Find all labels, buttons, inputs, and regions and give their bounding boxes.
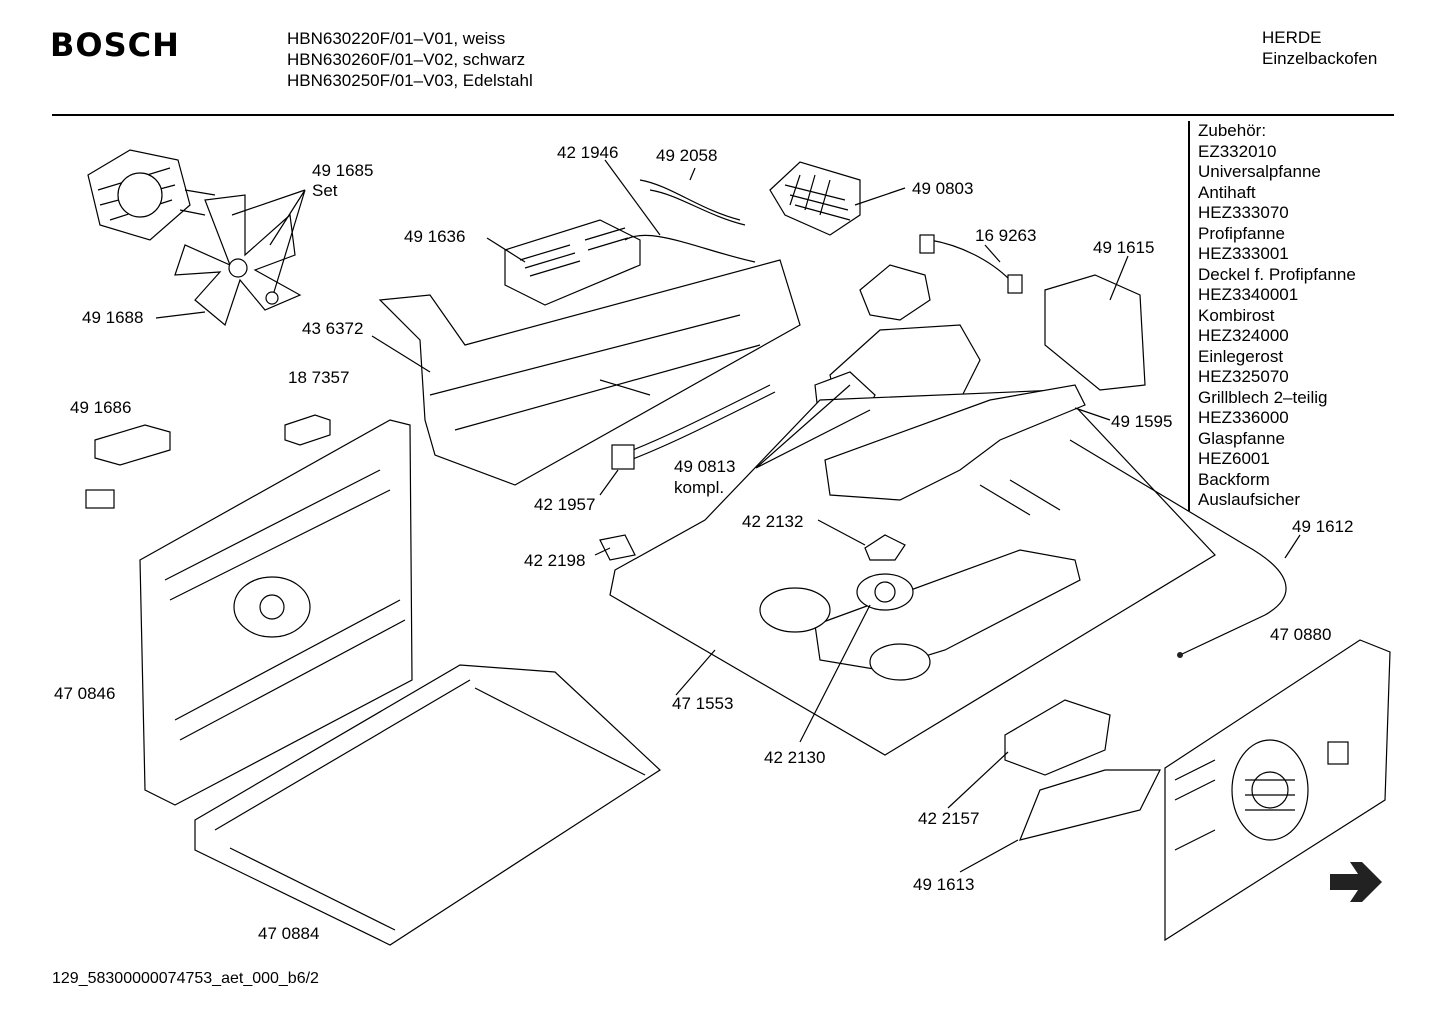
switch-drawing (284, 414, 331, 446)
part-label: 42 2198 (524, 551, 585, 570)
upper-frame-drawing (378, 259, 801, 486)
part-label: 49 0813 (674, 457, 735, 476)
cable-harness-drawing (624, 234, 756, 263)
nut-drawing (265, 291, 279, 305)
terminal-block-drawing (94, 424, 171, 466)
part-label: 18 7357 (288, 368, 349, 387)
accessory-line: Auslaufsicher (1198, 490, 1301, 509)
model-list: HBN630220F/01–V01, weiss HBN630260F/01–V… (287, 28, 533, 91)
accessory-line: HEZ336000 (1198, 408, 1289, 427)
part-label: 49 1612 (1292, 517, 1353, 536)
part-label: 42 1946 (557, 143, 618, 162)
part-label: 49 1686 (70, 398, 131, 417)
fan-blade-drawing (174, 194, 302, 327)
part-label: 47 0884 (258, 924, 319, 943)
part-label: 47 0846 (54, 684, 115, 703)
header-divider (52, 114, 1394, 116)
model-line: HBN630250F/01–V03, Edelstahl (287, 71, 533, 90)
part-label: 42 2130 (764, 748, 825, 767)
accessory-line: Universalpfanne (1198, 162, 1321, 181)
accessory-line: HEZ3340001 (1198, 285, 1299, 304)
model-line: HBN630220F/01–V01, weiss (287, 29, 506, 48)
document-id: 129_58300000074753_aet_000_b6/2 (52, 970, 319, 987)
accessory-line: Einlegerost (1198, 346, 1284, 366)
part-label: 16 9263 (975, 226, 1036, 245)
accessory-line: HEZ324000 (1198, 326, 1289, 345)
connector-drawing (611, 444, 635, 470)
part-label: 47 0880 (1270, 625, 1331, 644)
accessory-line: HEZ6001 (1198, 449, 1270, 468)
part-label: 47 1553 (672, 694, 733, 713)
accessory-line: HEZ333001 (1198, 244, 1289, 263)
part-label: 42 1957 (534, 495, 595, 514)
fan-motor-drawing (87, 149, 216, 241)
part-label: kompl. (674, 478, 724, 497)
accessory-line: Profipfanne (1198, 223, 1285, 243)
sensor-probe-drawing (1069, 439, 1287, 656)
part-label: 49 0803 (912, 179, 973, 198)
part-label: 49 1685 (312, 161, 373, 180)
accessory-line: HEZ325070 (1198, 367, 1289, 386)
arrow-right-icon (1330, 862, 1382, 902)
bracket-drawing (1044, 274, 1146, 391)
category-line: HERDE (1262, 28, 1322, 47)
fan-hub-drawing (864, 534, 906, 561)
accessory-line: Deckel f. Profipfanne (1198, 264, 1356, 284)
heat-shield-drawing (1019, 769, 1161, 841)
category: HERDE Einzelbackofen (1262, 27, 1377, 69)
accessory-line: Backform (1198, 469, 1270, 489)
accessory-line: Zubehör: (1198, 121, 1267, 140)
part-label: 43 6372 (302, 319, 363, 338)
accessory-line: Antihaft (1198, 182, 1256, 202)
fan-opening-drawing (759, 587, 831, 633)
part-label: 49 1615 (1093, 238, 1154, 257)
accessory-line: EZ332010 (1198, 141, 1277, 161)
part-label: 49 1595 (1111, 412, 1172, 431)
clip-drawing (85, 489, 115, 509)
accessory-line: Kombirost (1198, 305, 1275, 325)
leader-lines (155, 159, 1301, 873)
category-line: Einzelbackofen (1262, 49, 1378, 68)
part-label: 42 2157 (918, 809, 979, 828)
part-label: 42 2132 (742, 512, 803, 531)
part-label: 49 1688 (82, 308, 143, 327)
part-label: 49 2058 (656, 146, 717, 165)
thermostat-drawing (599, 534, 636, 561)
part-label: 49 1636 (404, 227, 465, 246)
base-plate-drawing (609, 389, 1216, 756)
accessories-list: Zubehör: EZ332010 Universalpfanne Antiha… (1188, 121, 1356, 511)
accessory-line: Glaspfanne (1198, 428, 1285, 448)
cavity-bottom-drawing (194, 664, 661, 946)
accessory-line: Grillblech 2–teilig (1198, 387, 1328, 407)
part-label: Set (312, 181, 338, 200)
electronics-module-drawing (1004, 699, 1111, 776)
control-box-drawing (504, 219, 641, 306)
accessory-line: HEZ333070 (1198, 203, 1289, 222)
brand-logo: BOSCH (50, 26, 180, 64)
part-label: 49 1613 (913, 875, 974, 894)
heater-pad-drawing (769, 161, 861, 236)
model-line: HBN630260F/01–V02, schwarz (287, 50, 526, 69)
